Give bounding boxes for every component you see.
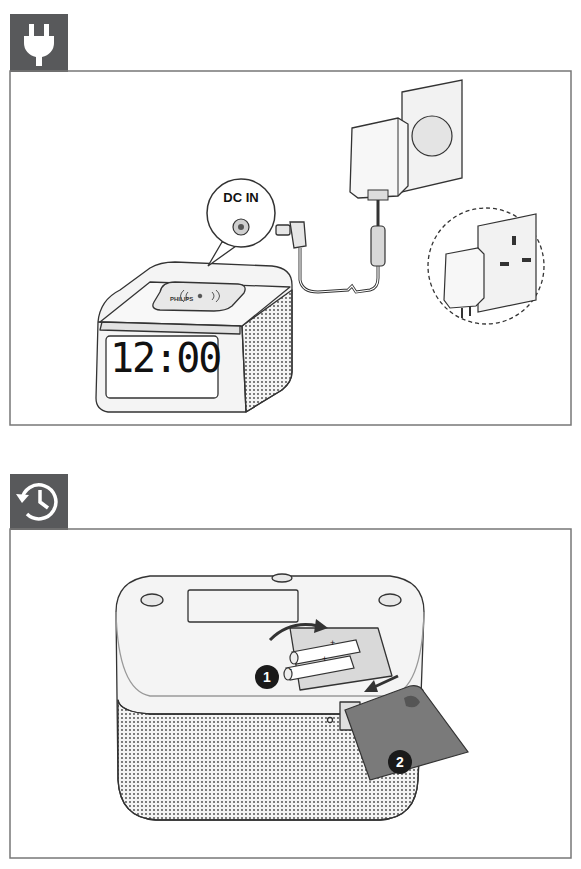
adapter-edge: [398, 118, 399, 196]
uk-slot: [512, 236, 516, 245]
battery-cover: [345, 686, 468, 780]
callout-text: DC IN: [207, 191, 275, 205]
insert-arrow: [270, 625, 318, 640]
power-icon-tab: [10, 14, 68, 72]
clock-radio-bottom: [116, 574, 424, 820]
cover-arrow-head: [364, 680, 378, 692]
callout-number: 1: [255, 665, 279, 689]
uk-slot: [522, 258, 531, 262]
clock-backup-icon: [22, 485, 56, 519]
dc-plug: [276, 222, 306, 248]
plug-icon: [24, 24, 54, 66]
ferrite-core: [371, 226, 385, 266]
panel-frame: [10, 529, 571, 858]
wall-socket: [402, 80, 462, 192]
device-label: +: [330, 639, 335, 648]
adapter-outlet: [368, 190, 388, 200]
panel-frame: [10, 71, 571, 425]
device-label: 12:00: [110, 338, 214, 378]
socket-recess: [412, 116, 452, 156]
cable-core: [300, 248, 378, 292]
clock-radio: [96, 262, 292, 412]
device-label: +: [322, 655, 327, 664]
uk-inset: [428, 208, 544, 324]
callout-circle: [207, 179, 275, 247]
dc-jack: [233, 219, 249, 235]
insert-arrow-head: [314, 619, 328, 633]
cover-tab: [404, 696, 420, 708]
backup-icon-tab: [10, 474, 68, 530]
dc-jack-pin: [238, 224, 244, 230]
callout-number: 2: [388, 750, 412, 774]
power-adapter: [350, 118, 408, 198]
cable: [300, 248, 378, 292]
uk-adapter: [444, 248, 484, 308]
uk-prongs: [462, 306, 470, 318]
device-label: -: [289, 665, 292, 674]
clock-backup-arrow: [16, 494, 29, 503]
batteries: [284, 640, 360, 680]
uk-slot: [500, 262, 509, 266]
callout-node: DC IN: [207, 179, 275, 247]
uk-socket: [478, 214, 536, 312]
device-label: PHILIPS: [170, 296, 193, 302]
